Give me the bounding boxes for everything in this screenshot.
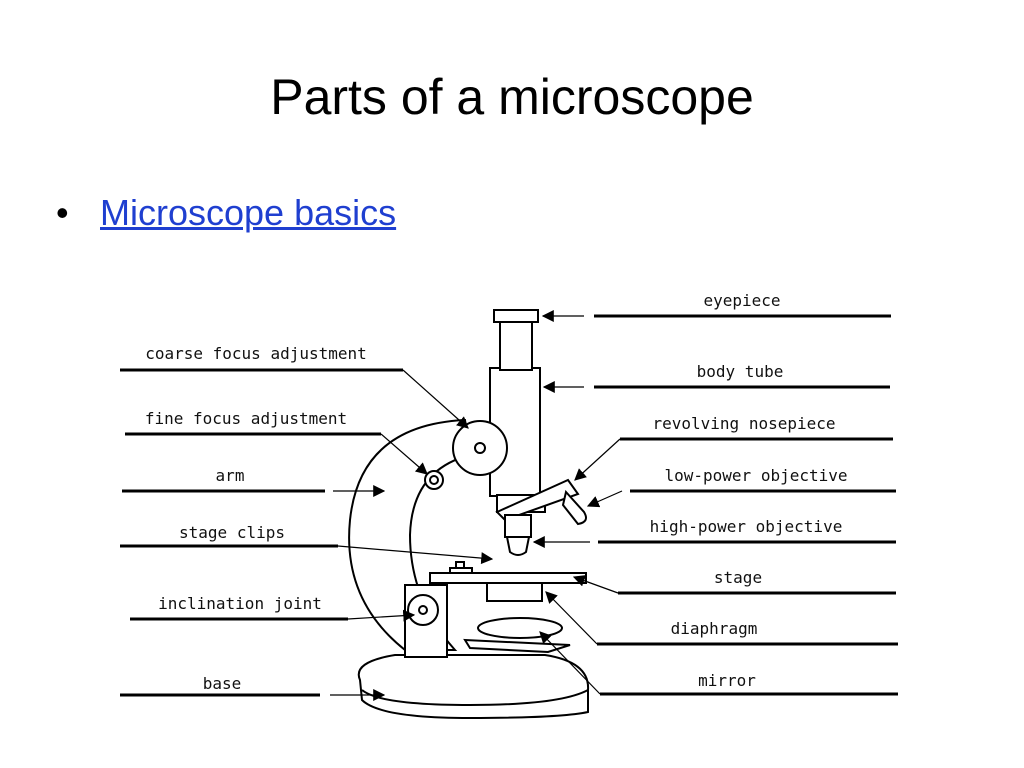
svg-text:arm: arm <box>216 466 245 485</box>
label-fine-focus-adjustment: fine focus adjustment <box>125 409 428 475</box>
svg-text:body tube: body tube <box>697 362 784 381</box>
label-revolving-nosepiece: revolving nosepiece <box>574 414 893 481</box>
svg-text:fine focus adjustment: fine focus adjustment <box>145 409 347 428</box>
high-power-objective-shape <box>504 514 532 538</box>
label-mirror: mirror <box>539 631 898 696</box>
right-labels: eyepiece body tube revolving nosepiece l… <box>532 291 898 696</box>
bullet-item: • Microscope basics <box>56 188 396 238</box>
svg-text:low-power objective: low-power objective <box>664 466 847 485</box>
label-diaphragm: diaphragm <box>545 591 898 646</box>
svg-text:stage: stage <box>714 568 762 587</box>
svg-text:stage clips: stage clips <box>179 523 285 542</box>
label-stage-clips: stage clips <box>120 523 494 565</box>
label-eyepiece: eyepiece <box>541 291 891 322</box>
slide-title: Parts of a microscope <box>270 69 754 125</box>
label-stage: stage <box>572 568 896 595</box>
label-arm: arm <box>122 466 386 497</box>
eyepiece-shape <box>499 317 533 371</box>
low-power-objective-shape <box>561 489 587 526</box>
svg-text:diaphragm: diaphragm <box>671 619 758 638</box>
mirror-shape <box>477 617 563 639</box>
label-coarse-focus-adjustment: coarse focus adjustment <box>120 344 469 429</box>
label-high-power-objective: high-power objective <box>532 517 896 548</box>
left-labels: coarse focus adjustment fine focus adjus… <box>120 344 494 701</box>
svg-text:coarse focus adjustment: coarse focus adjustment <box>145 344 367 363</box>
label-inclination-joint: inclination joint <box>130 594 416 622</box>
base-shape <box>357 654 590 720</box>
bullet-dot: • <box>56 192 69 233</box>
svg-text:mirror: mirror <box>698 671 756 690</box>
label-base: base <box>120 674 386 701</box>
svg-text:base: base <box>203 674 242 693</box>
svg-text:inclination joint: inclination joint <box>158 594 322 613</box>
microscope-basics-link[interactable]: Microscope basics <box>100 192 397 233</box>
svg-text:high-power objective: high-power objective <box>650 517 843 536</box>
label-low-power-objective: low-power objective <box>586 466 896 508</box>
svg-text:revolving nosepiece: revolving nosepiece <box>652 414 835 433</box>
svg-text:eyepiece: eyepiece <box>703 291 780 310</box>
stage-shape <box>429 572 587 584</box>
label-body-tube: body tube <box>542 362 890 393</box>
